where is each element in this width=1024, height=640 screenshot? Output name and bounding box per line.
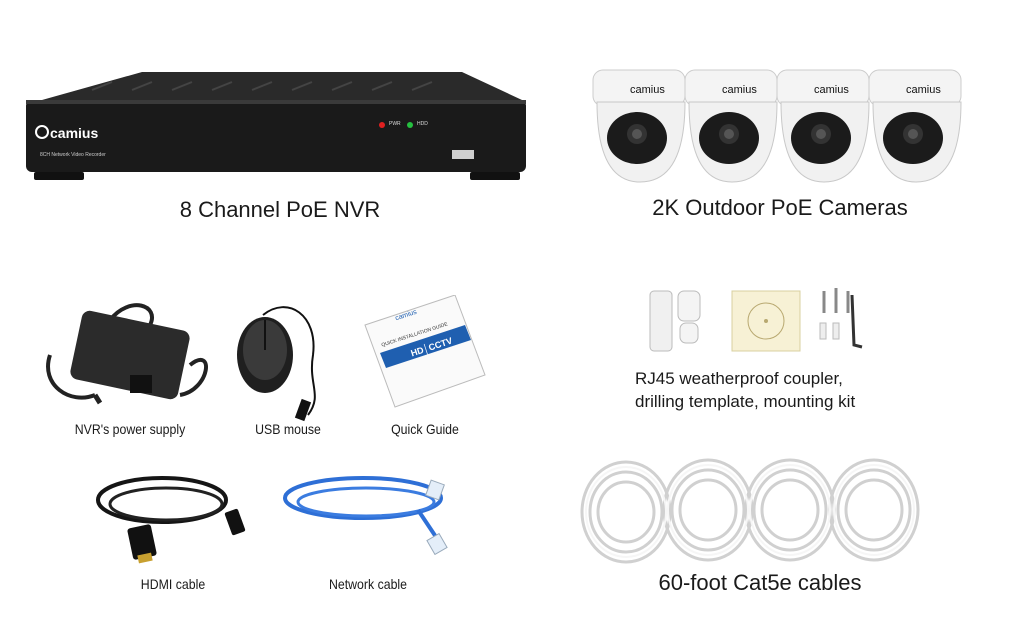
hdmi-cable-caption: HDMI cable — [140, 576, 206, 592]
camera-1-logo: camius — [630, 84, 665, 96]
camera-4 — [868, 69, 962, 183]
cat5e-cables-caption: 60-foot Cat5e cables — [658, 570, 862, 595]
quick-guide-caption: Quick Guide — [391, 421, 459, 437]
network-cable-caption: Network cable — [328, 576, 408, 592]
quick-guide-image — [355, 295, 490, 410]
camera-2-logo: camius — [722, 84, 757, 96]
cameras-group — [585, 62, 975, 187]
cat5e-cables-image — [578, 452, 948, 567]
nvr-caption: 8 Channel PoE NVR — [179, 197, 381, 222]
accessories-caption-line2: drilling template, mounting kit — [635, 392, 856, 411]
accessories-caption: RJ45 weatherproof coupler, drilling temp… — [635, 367, 855, 413]
power-supply-image — [40, 295, 215, 410]
nvr-led-pwr-label: PWR — [389, 121, 401, 127]
cameras-caption: 2K Outdoor PoE Cameras — [652, 195, 908, 220]
nvr-led-hdd-label: HDD — [417, 121, 428, 127]
network-cable-image — [278, 470, 458, 555]
nvr-brand-logo: camius — [50, 125, 99, 141]
camera-3 — [776, 69, 870, 183]
usb-mouse-image — [228, 295, 338, 425]
camera-3-logo: camius — [814, 84, 849, 96]
power-supply-caption: NVR's power supply — [74, 421, 186, 437]
hdmi-cable-image — [92, 468, 257, 568]
usb-mouse-caption: USB mouse — [255, 421, 321, 437]
camera-2 — [684, 69, 778, 183]
camera-4-logo: camius — [906, 84, 941, 96]
accessories-caption-line1: RJ45 weatherproof coupler, — [635, 369, 843, 388]
accessories-image — [640, 283, 870, 363]
camera-1 — [592, 69, 686, 183]
nvr-front-label: 8CH Network Video Recorder — [40, 152, 106, 158]
nvr-product — [22, 70, 530, 185]
